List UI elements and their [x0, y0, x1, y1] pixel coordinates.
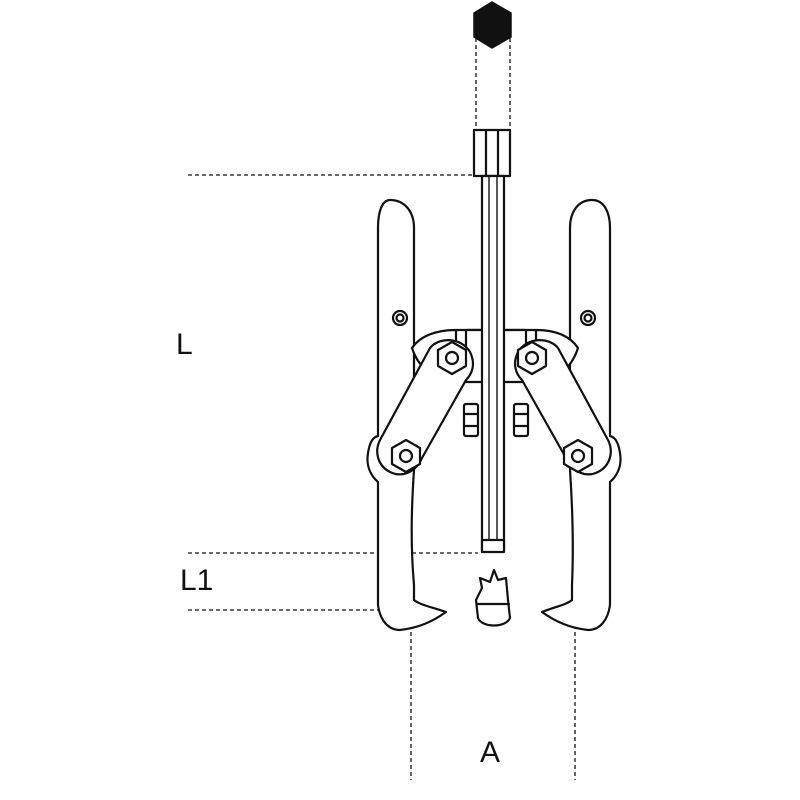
- screw-tip: [474, 568, 512, 627]
- dimension-lines: [188, 38, 576, 780]
- dimension-label-L1: L1: [180, 564, 214, 597]
- hex-head-icon: [473, 1, 512, 49]
- dimension-label-A: A: [480, 736, 501, 769]
- screw-spindle: [472, 128, 512, 554]
- screw-socket: [472, 128, 512, 178]
- right-link: [513, 339, 612, 476]
- dimension-label-L: L: [176, 328, 193, 361]
- screw-shaft: [480, 174, 506, 552]
- yoke-side-nuts: [462, 402, 530, 438]
- left-link: [376, 339, 475, 476]
